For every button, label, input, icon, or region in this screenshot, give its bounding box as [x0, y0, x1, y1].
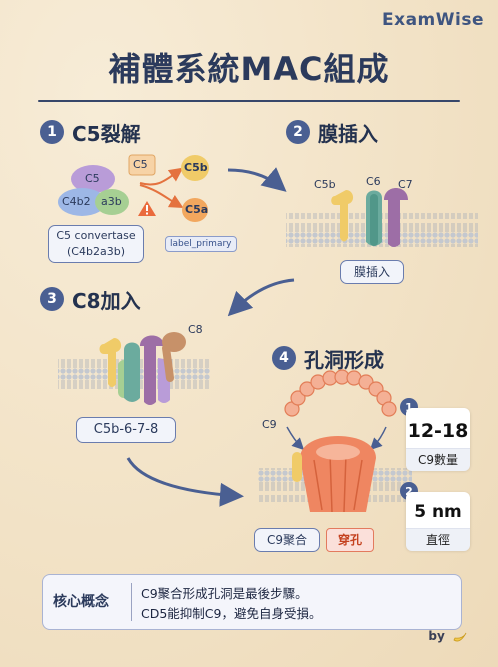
- step-1-title: C5裂解: [72, 122, 141, 146]
- c5-box-label: C5: [133, 158, 148, 171]
- c5a-label: C5a: [185, 203, 209, 216]
- convertase-line-1: C5 convertase: [56, 229, 136, 242]
- step-1-number: 1: [40, 120, 64, 144]
- c9-label: C9: [262, 418, 277, 431]
- c5b-6-7-8-box: C5b-6-7-8: [76, 417, 176, 443]
- c9-polymer-tag: C9聚合: [254, 528, 320, 552]
- c8-label: C8: [188, 323, 203, 336]
- c9-pore-complex: [292, 436, 376, 513]
- banana-icon: [453, 632, 467, 641]
- c5b-6-7-8-complex: [99, 332, 186, 405]
- pore-tag: 穿孔: [326, 528, 374, 552]
- core-concept-divider: [131, 583, 132, 621]
- step2-c6-label: C6: [366, 175, 381, 188]
- stat-1-value: 12-18: [407, 420, 469, 442]
- c9-arrow-left: [286, 426, 305, 451]
- core-concept-title: 核心概念: [53, 594, 109, 610]
- c5-convertase-complex: [58, 165, 129, 216]
- split-arrow-c5a: [139, 184, 184, 208]
- arrow-step1-to-step2: [227, 167, 287, 192]
- step-4-title: 孔洞形成: [304, 348, 384, 372]
- footer-by-text: by: [428, 629, 445, 643]
- step-4-number: 4: [272, 346, 296, 370]
- c5-blob-label: C5: [85, 172, 100, 185]
- title-underline: [38, 100, 460, 102]
- membrane-insertion-tag: 膜插入: [340, 260, 404, 284]
- stat-card-diameter: 5 nm 直徑: [406, 492, 470, 551]
- stat-2-value: 5 nm: [414, 502, 462, 522]
- core-concept-box: 核心概念 C9聚合形成孔洞是最後步驟。 CD5能抑制C9，避免自身受損。: [42, 574, 462, 630]
- core-concept-line-2: CD5能抑制C9，避免自身受損。: [141, 606, 322, 621]
- page-title: 補體系統MAC組成: [108, 50, 390, 88]
- core-concept-line-1: C9聚合形成孔洞是最後步驟。: [141, 586, 308, 601]
- step2-proteins: [331, 188, 408, 247]
- c4b2-blob-label: C4b2: [62, 195, 91, 208]
- step2-c7-label: C7: [398, 178, 413, 191]
- step-3-number: 3: [40, 287, 64, 311]
- warning-icon: [138, 201, 156, 216]
- split-arrow-c5b: [139, 167, 184, 186]
- c5b-fragment: [181, 155, 209, 181]
- c9-monomer-ring: [284, 369, 397, 417]
- stat-2-caption: 直徑: [406, 528, 470, 551]
- step2-c5b-label: C5b: [314, 178, 336, 191]
- c9-arrow-right: [369, 426, 387, 451]
- c5b-label: C5b: [184, 161, 208, 174]
- c5a-fragment: [182, 198, 208, 222]
- step-2-title: 膜插入: [318, 122, 378, 146]
- step-3-title: C8加入: [72, 289, 141, 313]
- arrow-step3-to-step4: [126, 457, 244, 507]
- footer-credit: by: [428, 629, 468, 644]
- step-2-number: 2: [286, 120, 310, 144]
- stat-1-caption: C9數量: [406, 448, 470, 471]
- c5-convertase-box: C5 convertase (C4b2a3b): [48, 225, 144, 263]
- label-primary-tag: label_primary: [165, 236, 237, 252]
- arrow-step2-to-step3: [227, 278, 295, 317]
- stat-card-c9-count: 12-18 C9數量: [406, 408, 470, 471]
- brand-logo-text: ExamWise: [382, 10, 484, 30]
- convertase-line-2: (C4b2a3b): [67, 245, 125, 258]
- a3b-blob-label: a3b: [101, 195, 122, 208]
